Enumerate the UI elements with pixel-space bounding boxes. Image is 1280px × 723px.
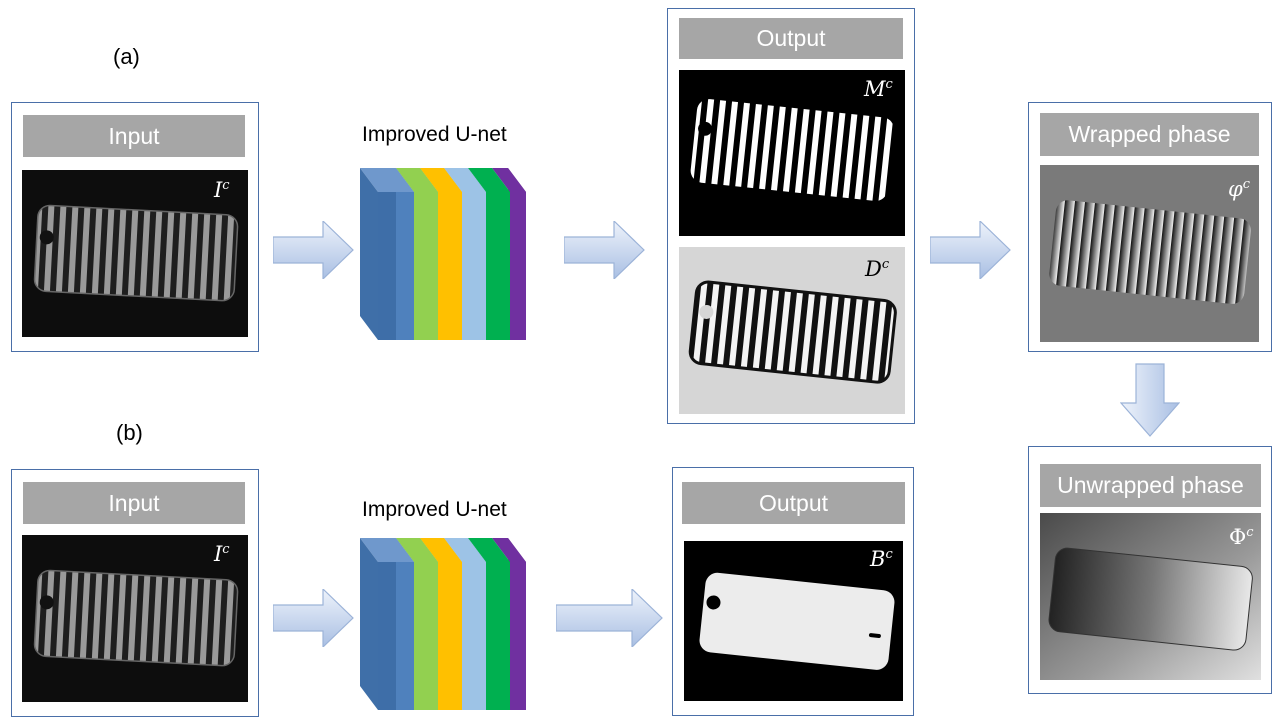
unet-layer-6: [492, 168, 526, 340]
wrapped-phase-panel: Wrapped phase φc: [1028, 102, 1272, 352]
part-b-label: (b): [116, 420, 143, 445]
output-m-symbol: Mc: [864, 77, 893, 101]
output-panel-a: Output Mc Dc: [667, 8, 915, 424]
output-m-image: [679, 70, 905, 236]
unet-layer-6: [492, 538, 526, 710]
network-label-b: Improved U-net: [362, 498, 507, 521]
output-header-a: Output: [679, 18, 903, 59]
output-d-symbol: Dc: [865, 257, 890, 281]
unet-layer-1: [360, 168, 414, 340]
output-header-b: Output: [682, 482, 905, 524]
arrow-input-to-net-b: [273, 589, 354, 647]
unwrapped-phase-panel: Unwrapped phase Φc: [1028, 446, 1272, 694]
unwrapped-phase-image: [1040, 513, 1261, 680]
network-label-a: Improved U-net: [362, 123, 507, 146]
input-symbol-a: Ic: [214, 178, 230, 202]
unet-block-a: [360, 168, 526, 340]
arrow-wrapped-to-unwrapped: [1120, 363, 1180, 437]
input-panel-a: Input Ic: [11, 102, 259, 352]
unet-block-b: [360, 538, 526, 710]
arrow-net-to-output-b: [556, 589, 663, 647]
input-symbol-b: Ic: [214, 542, 230, 566]
wrapped-phase-image: [1040, 165, 1259, 342]
arrow-output-to-wrapped: [930, 221, 1011, 279]
unwrapped-phase-symbol: Φc: [1229, 525, 1254, 549]
part-a-label: (a): [113, 44, 140, 69]
input-header-a: Input: [23, 115, 245, 157]
input-fringe-image-a: [22, 170, 248, 337]
input-header-b: Input: [23, 482, 245, 524]
wrapped-phase-symbol: φc: [1228, 177, 1250, 201]
wrapped-phase-header: Wrapped phase: [1040, 113, 1259, 156]
arrow-input-to-net-a: [273, 221, 354, 279]
input-fringe-image-b: [22, 535, 248, 702]
arrow-net-to-output-a: [564, 221, 645, 279]
output-b-symbol: Bc: [870, 547, 893, 571]
input-panel-b: Input Ic: [11, 469, 259, 717]
output-d-image: [679, 247, 905, 414]
output-b-image: [684, 541, 903, 701]
output-panel-b: Output Bc: [672, 467, 914, 716]
unet-layer-1: [360, 538, 414, 710]
unwrapped-phase-header: Unwrapped phase: [1040, 464, 1261, 507]
